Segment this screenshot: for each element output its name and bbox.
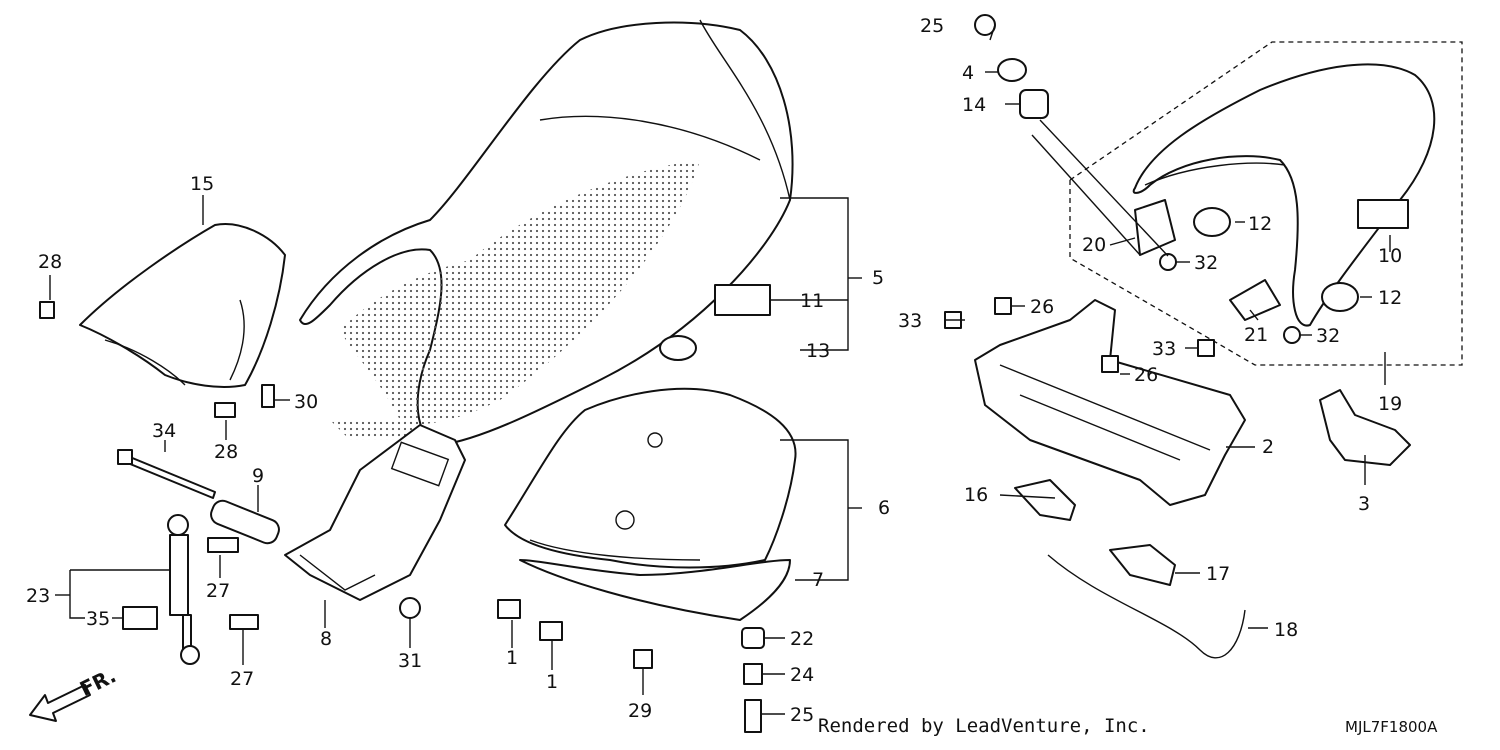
latch-17[interactable] (1109, 544, 1176, 586)
callout-29: 29 (628, 700, 652, 722)
callout-20: 20 (1082, 234, 1106, 256)
callout-7: 7 (812, 569, 824, 591)
credit-text: Rendered by LeadVenture, Inc. (818, 715, 1150, 737)
callout-4: 4 (962, 62, 974, 84)
cushion-13[interactable] (659, 335, 697, 361)
gas-strut[interactable] (167, 514, 200, 665)
callout-34: 34 (152, 420, 176, 442)
callout-3: 3 (1358, 493, 1370, 515)
bolt-34[interactable] (122, 454, 216, 499)
label-35[interactable] (122, 606, 158, 630)
bracket-3[interactable] (1319, 389, 1411, 466)
callout-32b: 32 (1316, 325, 1340, 347)
main-seat[interactable] (299, 19, 794, 446)
pillion-seat-frame-left (1069, 180, 1355, 366)
callout-26b: 26 (1134, 364, 1158, 386)
front-direction-arrow: FR. (29, 663, 120, 722)
arrow-icon (29, 684, 91, 722)
bolt-26b[interactable] (1101, 355, 1119, 373)
callout-25a: 25 (920, 15, 944, 37)
callout-21: 21 (1244, 324, 1268, 346)
bolt-34-head (117, 449, 133, 465)
cushion-1a[interactable] (497, 599, 521, 619)
callout-28b: 28 (214, 441, 238, 463)
cushion-1b[interactable] (539, 621, 563, 641)
bracket-20[interactable] (1134, 199, 1176, 256)
bracket-21[interactable] (1229, 279, 1281, 321)
bolt-28a[interactable] (39, 301, 55, 319)
callout-33b: 33 (1152, 338, 1176, 360)
callout-1a: 1 (506, 647, 518, 669)
callout-30: 30 (294, 391, 318, 413)
rubber-10[interactable] (1357, 199, 1409, 229)
callout-28a: 28 (38, 251, 62, 273)
callout-24: 24 (790, 664, 814, 686)
callout-31: 31 (398, 650, 422, 672)
callout-33a: 33 (898, 310, 922, 332)
callout-25b: 25 (790, 704, 814, 726)
callout-1b: 1 (546, 671, 558, 693)
callout-35: 35 (86, 608, 110, 630)
nut-32b[interactable] (1283, 326, 1301, 344)
bolt-30[interactable] (261, 384, 275, 408)
cushion-12b[interactable] (1321, 282, 1359, 312)
callout-9: 9 (252, 465, 264, 487)
callout-12b: 12 (1378, 287, 1402, 309)
callout-16: 16 (964, 484, 988, 506)
bolt-27b[interactable] (229, 614, 259, 630)
pillion-seat[interactable] (1132, 63, 1436, 327)
callout-6: 6 (878, 497, 890, 519)
bolt-28b[interactable] (214, 402, 236, 418)
latch-16[interactable] (1014, 479, 1076, 521)
seat-rail[interactable] (974, 299, 1246, 506)
callout-14: 14 (962, 94, 986, 116)
callout-22: 22 (790, 628, 814, 650)
callout-19: 19 (1378, 393, 1402, 415)
cable-18[interactable] (1047, 554, 1246, 659)
callout-5: 5 (872, 267, 884, 289)
callout-10: 10 (1378, 245, 1402, 267)
callout-8: 8 (320, 628, 332, 650)
callout-17: 17 (1206, 563, 1230, 585)
pillion-seat-frame (1069, 41, 1463, 366)
callout-26a: 26 (1030, 296, 1054, 318)
callouts: 1 1 2 3 4 5 6 7 8 9 10 11 12 12 13 14 15… (26, 15, 1402, 726)
callout-12a: 12 (1248, 213, 1272, 235)
callout-18: 18 (1274, 619, 1298, 641)
bolt-27a[interactable] (207, 537, 239, 553)
spring-22[interactable] (741, 627, 765, 649)
damper-14[interactable] (1019, 89, 1049, 119)
callout-15: 15 (190, 173, 214, 195)
nut-31[interactable] (399, 597, 421, 619)
bolt-29[interactable] (633, 649, 653, 669)
callout-27a: 27 (206, 580, 230, 602)
collar-9[interactable] (208, 498, 282, 546)
callout-2: 2 (1262, 436, 1274, 458)
leader-lines (49, 24, 1391, 715)
callout-32a: 32 (1194, 252, 1218, 274)
callout-11: 11 (800, 290, 824, 312)
callout-23: 23 (26, 585, 50, 607)
seat-cowl[interactable] (79, 223, 286, 388)
callout-13: 13 (806, 340, 830, 362)
grommet-4[interactable] (997, 58, 1027, 82)
diagram-code: MJL7F1800A (1345, 718, 1438, 736)
callout-27b: 27 (230, 668, 254, 690)
collar-24[interactable] (743, 663, 763, 685)
bolt-26a[interactable] (994, 297, 1012, 315)
seat-bracket[interactable] (284, 424, 466, 601)
nut-32a[interactable] (1159, 253, 1177, 271)
storage-tray[interactable] (504, 387, 797, 621)
rubber-11[interactable] (714, 284, 771, 316)
cushion-12a[interactable] (1193, 207, 1231, 237)
bolt-33b[interactable] (1197, 339, 1215, 357)
bolt-25b[interactable] (744, 699, 762, 733)
